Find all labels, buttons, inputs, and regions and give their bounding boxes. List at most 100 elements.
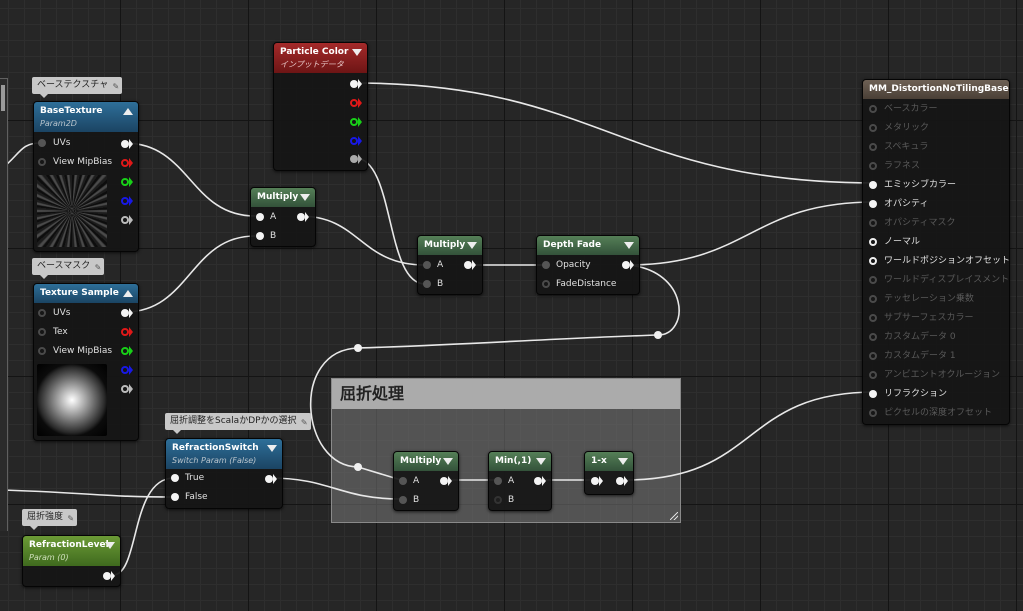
material-pin-16[interactable]: ピクセルの深度オフセット <box>869 404 992 423</box>
pin-dot-icon[interactable] <box>38 309 46 317</box>
pin-dot-icon[interactable] <box>171 493 179 501</box>
pin-dot-icon[interactable] <box>38 328 46 336</box>
collapse-arrow-icon[interactable] <box>300 194 310 201</box>
output-b-pin-icon[interactable] <box>121 366 129 374</box>
comment-toggle-icon[interactable]: ✎ <box>112 82 120 91</box>
pin-dot-icon[interactable] <box>38 158 46 166</box>
output-r-pin-icon[interactable] <box>121 159 129 167</box>
node-multiply-3[interactable]: Multiply A B <box>393 451 459 511</box>
pin-dot-icon[interactable] <box>494 477 502 485</box>
node-particle-color[interactable]: Particle Color インプットデータ <box>273 42 368 171</box>
pin-dot-icon[interactable] <box>869 181 877 189</box>
output-pin-icon[interactable] <box>440 477 448 485</box>
node-multiply-2[interactable]: Multiply A B <box>417 235 483 295</box>
pin-dot-icon[interactable] <box>869 314 877 322</box>
output-pin-icon[interactable] <box>464 261 472 269</box>
left-scrollbar[interactable] <box>1 85 5 111</box>
pin-b[interactable]: B <box>256 227 276 246</box>
node-refraction-switch[interactable]: RefractionSwitch Switch Param (False) Tr… <box>165 438 283 509</box>
pin-dot-icon[interactable] <box>869 276 877 284</box>
pin-dot-icon[interactable] <box>542 280 550 288</box>
output-r-pin-icon[interactable] <box>121 328 129 336</box>
node-base-texture[interactable]: BaseTexture Param2D UVs View MipBias <box>33 101 139 252</box>
node-header[interactable]: RefractionSwitch Switch Param (False) <box>166 439 282 469</box>
pin-dot-icon[interactable] <box>869 238 877 246</box>
pin-dot-icon[interactable] <box>869 105 877 113</box>
output-b-pin-icon[interactable] <box>121 197 129 205</box>
pin-dot-icon[interactable] <box>256 232 264 240</box>
pin-dot-icon[interactable] <box>256 213 264 221</box>
node-material-result[interactable]: MM_DistortionNoTilingBase ベースカラーメタリックスペキ… <box>862 79 1010 425</box>
output-a-pin-icon[interactable] <box>121 216 129 224</box>
comment-bubble-base-mask[interactable]: ベースマスク✎ <box>32 258 105 279</box>
output-rgb-pin-icon[interactable] <box>121 309 129 317</box>
output-rgb-pin-icon[interactable] <box>350 80 358 88</box>
comment-toggle-icon[interactable]: ✎ <box>94 263 102 272</box>
collapse-arrow-icon[interactable] <box>123 108 133 115</box>
material-pin-9[interactable]: ワールドディスプレイスメント <box>869 271 1009 290</box>
comment-box-title[interactable]: 屈折処理 <box>332 379 680 409</box>
material-pin-2[interactable]: スペキュラ <box>869 138 928 157</box>
resize-grip-icon[interactable] <box>670 512 678 520</box>
pin-a[interactable]: A <box>399 472 419 491</box>
output-g-pin-icon[interactable] <box>121 347 129 355</box>
node-header[interactable]: Texture Sample <box>34 284 138 303</box>
material-pin-3[interactable]: ラフネス <box>869 157 920 176</box>
material-pin-0[interactable]: ベースカラー <box>869 100 938 119</box>
node-multiply-1[interactable]: Multiply A B <box>250 187 316 247</box>
output-pin-icon[interactable] <box>622 261 630 269</box>
comment-bubble-base-texture[interactable]: ベーステクスチャ✎ <box>32 77 123 98</box>
material-pin-12[interactable]: カスタムデータ 0 <box>869 328 956 347</box>
node-header[interactable]: Multiply <box>251 188 315 207</box>
material-pin-7[interactable]: ノーマル <box>869 233 920 252</box>
output-pin-icon[interactable] <box>265 475 273 483</box>
pin-view-mipbias[interactable]: View MipBias <box>38 153 112 172</box>
pin-view-mipbias[interactable]: View MipBias <box>38 342 112 361</box>
pin-b[interactable]: B <box>494 491 514 510</box>
collapse-arrow-icon[interactable] <box>443 458 453 465</box>
material-pin-14[interactable]: アンビエントオクルージョン <box>869 366 1000 385</box>
pin-tex[interactable]: Tex <box>38 323 68 342</box>
pin-dot-icon[interactable] <box>423 261 431 269</box>
output-pin-icon[interactable] <box>103 572 111 580</box>
node-header[interactable]: Particle Color インプットデータ <box>274 43 367 73</box>
collapse-arrow-icon[interactable] <box>624 242 634 249</box>
pin-dot-icon[interactable] <box>869 352 877 360</box>
material-pin-6[interactable]: オパシティマスク <box>869 214 955 233</box>
collapse-arrow-icon[interactable] <box>352 49 362 56</box>
pin-dot-icon[interactable] <box>869 143 877 151</box>
pin-dot-icon[interactable] <box>869 200 877 208</box>
comment-bubble-refraction-level[interactable]: 屈折強度✎ <box>22 509 78 530</box>
input-pin-icon[interactable] <box>591 477 599 485</box>
node-header[interactable]: MM_DistortionNoTilingBase <box>863 80 1009 99</box>
collapse-arrow-icon[interactable] <box>105 542 115 549</box>
comment-toggle-icon[interactable]: ✎ <box>300 418 308 427</box>
collapse-arrow-icon[interactable] <box>467 242 477 249</box>
collapse-arrow-icon[interactable] <box>267 445 277 452</box>
node-texture-sample[interactable]: Texture Sample UVs Tex View MipBias <box>33 283 139 441</box>
pin-b[interactable]: B <box>423 275 443 294</box>
node-refraction-level[interactable]: RefractionLevel Param (0) <box>22 535 121 587</box>
pin-uvs[interactable]: UVs <box>38 304 70 323</box>
material-pin-15[interactable]: リフラクション <box>869 385 947 404</box>
comment-bubble-refraction-switch[interactable]: 屈折調整をScalaかDPかの選択✎ <box>165 413 311 434</box>
node-header[interactable]: 1-x <box>585 452 633 471</box>
pin-false[interactable]: False <box>171 488 208 507</box>
pin-dot-icon[interactable] <box>869 257 877 265</box>
material-pin-8[interactable]: ワールドポジションオフセット <box>869 252 1010 271</box>
node-header[interactable]: Multiply <box>418 236 482 255</box>
material-pin-5[interactable]: オパシティ <box>869 195 928 214</box>
collapse-arrow-icon[interactable] <box>123 290 133 297</box>
material-pin-1[interactable]: メタリック <box>869 119 929 138</box>
pin-true[interactable]: True <box>171 469 204 488</box>
pin-b[interactable]: B <box>399 491 419 510</box>
pin-dot-icon[interactable] <box>38 139 46 147</box>
output-a-pin-icon[interactable] <box>121 385 129 393</box>
node-one-minus[interactable]: 1-x <box>584 451 634 495</box>
output-r-pin-icon[interactable] <box>350 99 358 107</box>
node-depth-fade[interactable]: Depth Fade Opacity FadeDistance <box>536 235 640 295</box>
material-pin-10[interactable]: テッセレーション乗数 <box>869 290 974 309</box>
node-header[interactable]: Min(,1) <box>489 452 551 471</box>
pin-dot-icon[interactable] <box>869 409 877 417</box>
node-header[interactable]: BaseTexture Param2D <box>34 102 138 132</box>
